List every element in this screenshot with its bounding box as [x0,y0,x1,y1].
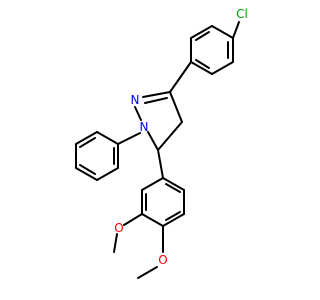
bond [96,167,119,181]
canvas-background [0,0,300,300]
bond [169,91,183,123]
bond [117,132,141,145]
bond [232,21,240,39]
bond [113,233,118,253]
bond [162,177,185,191]
bond [190,61,213,75]
bond [123,213,143,226]
bond [195,31,210,41]
nitrogen-n1-label: N [140,120,149,134]
bond [157,149,164,179]
oxygen-methoxy-bottom-label: O [158,253,167,267]
bond [141,177,164,191]
bond [142,91,171,98]
bond [147,131,159,151]
molecule-structure: Cl N N O O [0,0,300,300]
bond [137,266,158,279]
bond [157,121,183,151]
bond [165,211,181,221]
bond [190,25,213,39]
bond [75,167,98,181]
nitrogen-n2-label: N [131,93,140,107]
oxygen-methoxy-top-label: O [114,221,123,235]
bond [144,97,168,104]
bond-lines [75,21,240,279]
bond [211,25,234,39]
bond [195,59,210,69]
bond [141,213,164,227]
bond [165,183,181,193]
bond [79,164,96,175]
chlorine-label: Cl [236,7,248,21]
bond [75,131,98,145]
bond [169,61,192,93]
atom-labels: Cl N N O O [114,7,248,267]
bond [211,61,234,75]
bond [134,106,142,121]
bond [162,213,185,227]
bond [96,131,119,145]
bond [79,137,96,148]
